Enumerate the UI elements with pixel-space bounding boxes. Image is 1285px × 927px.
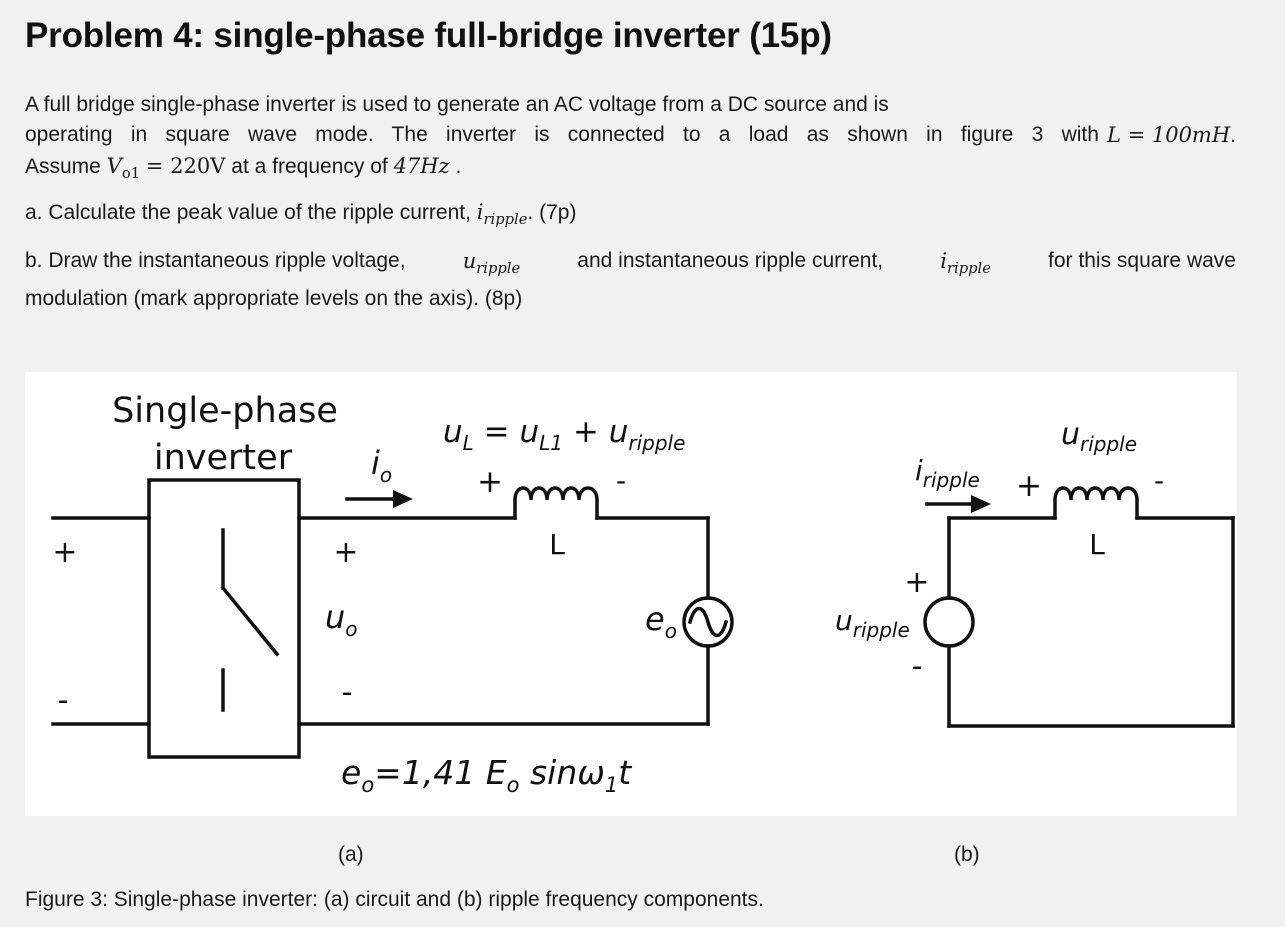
eo-equation: eo=1,41 Eo sinω1t [341, 753, 632, 797]
inductor-b-minus: - [1154, 464, 1164, 497]
intro-inductance: L = 100mH. [1106, 123, 1236, 147]
part-a-symbol-sub: ripple [483, 211, 528, 229]
ripple-voltage-source [923, 596, 975, 648]
inductor-a-label: L [549, 528, 565, 561]
part-b-i-symbol: iripple [940, 246, 991, 284]
intro-voltage-value: = 220V [145, 154, 226, 178]
intro-inductance-value: L = 100mH [1106, 123, 1231, 147]
intro-line-2-text: operating in square wave mode. The inver… [25, 123, 1099, 146]
intro-assume: Assume [25, 155, 101, 178]
iripple-arrow-head [971, 495, 991, 513]
io-label: io [371, 444, 392, 487]
intro-line-3: Assume Vo1 = 220V at a frequency of 47Hz… [25, 154, 462, 183]
problem-intro: A full bridge single-phase inverter is u… [25, 90, 1236, 189]
part-b-i: i [940, 249, 947, 273]
uL-equation: uL = uL1 + uripple [443, 414, 685, 455]
part-a: a. Calculate the peak value of the rippl… [25, 197, 1236, 235]
intro-frequency-text: at a frequency of [231, 155, 388, 178]
inverter-label-1: Single-phase [112, 391, 338, 431]
dc-minus: - [58, 683, 69, 718]
inductor-b-plus: + [1016, 468, 1042, 504]
ripple-source-minus: - [912, 649, 923, 684]
uo-plus: + [333, 535, 358, 570]
inductor-a-minus: - [616, 464, 626, 497]
part-b-text-2: and instantaneous ripple current, [577, 249, 884, 272]
figure-caption: Figure 3: Single-phase inverter: (a) cir… [25, 888, 764, 911]
uo-label: uo [325, 598, 358, 641]
ac-source-eo [682, 596, 734, 648]
inverter-label-2: inverter [154, 438, 293, 478]
inductor-a [513, 486, 599, 520]
part-a-text: a. Calculate the peak value of the rippl… [25, 201, 471, 224]
uripple-top-label: uripple [1061, 417, 1137, 456]
io-arrow-head [393, 490, 413, 508]
part-b-text-1: b. Draw the instantaneous ripple voltage… [25, 249, 406, 272]
eo-label: eo [645, 600, 677, 643]
part-b-line-2: modulation (mark appropriate levels on t… [25, 287, 523, 311]
part-b-i-sub: ripple [947, 260, 991, 278]
inductor-b-label: L [1089, 528, 1105, 561]
part-b-u-symbol: uripple [463, 246, 520, 284]
part-a-end: . (7p) [527, 201, 577, 224]
intro-voltage-symbol: V [106, 154, 122, 178]
subcaption-a: (a) [338, 843, 364, 866]
part-b: b. Draw the instantaneous ripple voltage… [25, 246, 1236, 314]
part-b-u: u [462, 249, 477, 273]
inductor-a-plus: + [477, 464, 503, 500]
inductor-b [1053, 486, 1139, 520]
dc-plus: + [52, 535, 77, 570]
part-b-text-3: for this square wave [1048, 249, 1236, 272]
part-b-line-1: b. Draw the instantaneous ripple voltage… [25, 246, 1236, 284]
intro-voltage-sub: o1 [121, 165, 141, 183]
inverter-box [147, 478, 301, 759]
circuit-figure: Single-phase inverter + - io uL = uL1 + … [25, 372, 1237, 816]
intro-frequency-value: 47Hz [393, 154, 450, 178]
subcaption-b: (b) [954, 843, 980, 866]
intro-line-2: operating in square wave mode. The inver… [25, 120, 1236, 151]
uo-minus: - [342, 675, 353, 710]
problem-title: Problem 4: single-phase full-bridge inve… [25, 16, 832, 55]
ac-source-sine [687, 606, 729, 638]
circuit-diagram: Single-phase inverter + - io uL = uL1 + … [51, 391, 1235, 797]
part-b-u-sub: ripple [476, 260, 521, 278]
intro-line-1: A full bridge single-phase inverter is u… [25, 93, 889, 116]
iripple-label: iripple [915, 454, 980, 492]
ripple-source-label: uripple [835, 604, 910, 642]
switch-blade [220, 585, 280, 657]
ripple-source-plus: + [904, 565, 929, 600]
part-a-symbol: i [476, 200, 484, 224]
